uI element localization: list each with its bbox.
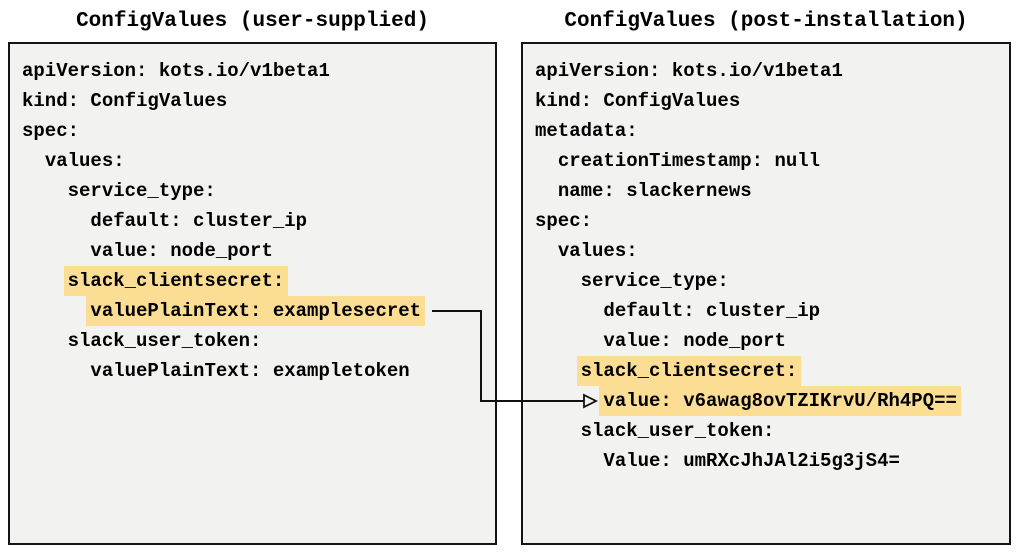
yaml-indent xyxy=(22,330,68,352)
yaml-indent xyxy=(535,330,603,352)
yaml-line: slack_user_token: xyxy=(22,326,489,356)
yaml-line: default: cluster_ip xyxy=(535,296,1003,326)
yaml-highlighted-text: slack_clientsecret: xyxy=(580,356,798,386)
yaml-text: default: cluster_ip xyxy=(603,300,821,322)
yaml-text: value: node_port xyxy=(603,330,786,352)
yaml-text: apiVersion: kots.io/v1beta1 xyxy=(22,60,330,82)
yaml-indent xyxy=(535,270,581,292)
yaml-line: slack_clientsecret: xyxy=(22,266,489,296)
left-panel-title: ConfigValues (user-supplied) xyxy=(76,10,429,33)
yaml-text: spec: xyxy=(22,120,80,142)
yaml-text: valuePlainText: exampletoken xyxy=(90,360,410,382)
yaml-indent xyxy=(535,180,558,202)
yaml-indent xyxy=(535,420,581,442)
yaml-text: apiVersion: kots.io/v1beta1 xyxy=(535,60,843,82)
right-panel-title: ConfigValues (post-installation) xyxy=(564,10,968,33)
yaml-line: default: cluster_ip xyxy=(22,206,489,236)
yaml-line: valuePlainText: examplesecret xyxy=(22,296,489,326)
yaml-text: name: slackernews xyxy=(557,180,752,202)
yaml-indent xyxy=(535,450,603,472)
yaml-line: metadata: xyxy=(535,116,1003,146)
yaml-indent xyxy=(22,270,68,292)
config-box-post-installation: apiVersion: kots.io/v1beta1 kind: ConfigV… xyxy=(521,42,1011,545)
yaml-highlighted-text: value: v6awag8ovTZIKrvU/Rh4PQ== xyxy=(603,386,957,416)
yaml-indent xyxy=(22,180,68,202)
yaml-line: valuePlainText: exampletoken xyxy=(22,356,489,386)
yaml-text: values: xyxy=(44,150,125,172)
yaml-text: creationTimestamp: null xyxy=(557,150,821,172)
yaml-text: value: node_port xyxy=(90,240,273,262)
yaml-text: Value: umRXcJhJAl2i5g3jS4= xyxy=(603,450,900,472)
yaml-indent xyxy=(22,240,90,262)
yaml-line: slack_user_token: xyxy=(535,416,1003,446)
yaml-indent xyxy=(535,360,581,382)
yaml-indent xyxy=(535,150,558,172)
yaml-line: Value: umRXcJhJAl2i5g3jS4= xyxy=(535,446,1003,476)
yaml-line: spec: xyxy=(22,116,489,146)
yaml-line: value: node_port xyxy=(535,326,1003,356)
yaml-line: service_type: xyxy=(535,266,1003,296)
yaml-highlighted-text: slack_clientsecret: xyxy=(67,266,285,296)
yaml-text: values: xyxy=(557,240,638,262)
config-box-user-supplied: apiVersion: kots.io/v1beta1 kind: ConfigV… xyxy=(8,42,497,545)
yaml-text: slack_user_token: xyxy=(580,420,775,442)
yaml-text: service_type: xyxy=(67,180,216,202)
yaml-line: kind: ConfigValues xyxy=(535,86,1003,116)
yaml-indent xyxy=(22,300,90,322)
yaml-text: kind: ConfigValues xyxy=(22,90,228,112)
yaml-line: name: slackernews xyxy=(535,176,1003,206)
yaml-indent xyxy=(22,150,45,172)
yaml-line: service_type: xyxy=(22,176,489,206)
yaml-text: default: cluster_ip xyxy=(90,210,308,232)
yaml-indent xyxy=(535,390,603,412)
yaml-indent xyxy=(22,360,90,382)
yaml-line: apiVersion: kots.io/v1beta1 xyxy=(22,56,489,86)
yaml-line: values: xyxy=(22,146,489,176)
yaml-indent xyxy=(535,300,603,322)
yaml-line: values: xyxy=(535,236,1003,266)
yaml-indent xyxy=(535,240,558,262)
yaml-text: service_type: xyxy=(580,270,729,292)
yaml-text: spec: xyxy=(535,210,593,232)
yaml-indent xyxy=(22,210,90,232)
yaml-line: value: node_port xyxy=(22,236,489,266)
yaml-line: slack_clientsecret: xyxy=(535,356,1003,386)
yaml-line: creationTimestamp: null xyxy=(535,146,1003,176)
yaml-text: kind: ConfigValues xyxy=(535,90,741,112)
yaml-line: spec: xyxy=(535,206,1003,236)
yaml-text: metadata: xyxy=(535,120,638,142)
yaml-line: value: v6awag8ovTZIKrvU/Rh4PQ== xyxy=(535,386,1003,416)
yaml-line: kind: ConfigValues xyxy=(22,86,489,116)
yaml-highlighted-text: valuePlainText: examplesecret xyxy=(90,296,422,326)
yaml-text: slack_user_token: xyxy=(67,330,262,352)
yaml-line: apiVersion: kots.io/v1beta1 xyxy=(535,56,1003,86)
